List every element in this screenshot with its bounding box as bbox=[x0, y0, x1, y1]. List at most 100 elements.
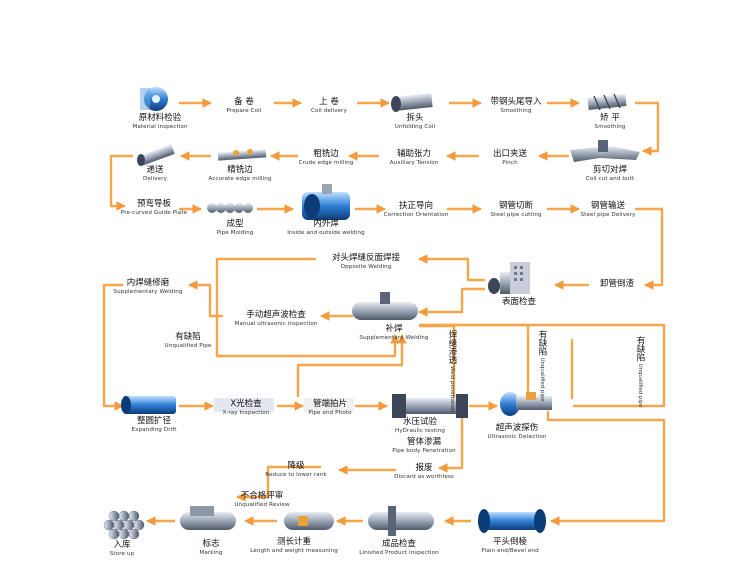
step-zh: 整圆扩径 bbox=[136, 416, 171, 426]
coil-icon bbox=[140, 87, 168, 111]
step-zh: 内焊缝修磨 bbox=[126, 278, 170, 288]
step-body-penetration: 管体渗漏 Pipe body Penetration bbox=[382, 437, 466, 454]
step-unfolding: 拆头 Unfolding Coil bbox=[386, 113, 444, 130]
step-aux-tension: 辅助张力 Auxiliary Tension bbox=[380, 149, 448, 166]
step-guide-plate: 预弯导板 Pre-curved Guide Plate bbox=[118, 199, 190, 216]
step-en: Unqualified Review bbox=[234, 501, 290, 508]
step-length-weight: 测长计重 Length and weight measuning bbox=[246, 537, 342, 554]
pipe-end-photo-icon bbox=[304, 398, 354, 412]
step-zh: 焊缝渗透 bbox=[447, 330, 457, 364]
step-zh: 表面检查 bbox=[501, 297, 536, 307]
step-zh: 粗铣边 bbox=[313, 149, 339, 159]
step-crude-edge: 粗铣边 Crude edge milling bbox=[294, 149, 358, 166]
step-bevel: 平头倒棱 Plain end/Bevel end bbox=[476, 537, 544, 554]
step-zh: 平头倒棱 bbox=[492, 537, 527, 547]
step-en: Weld penetration bbox=[449, 366, 455, 413]
step-defect-b: 有缺陷 Unqualified pipe bbox=[634, 336, 646, 408]
step-en: Expanding Drift bbox=[131, 426, 177, 433]
step-en: Crude edge milling bbox=[298, 159, 354, 166]
step-en: Supplementary Welding bbox=[359, 334, 429, 341]
step-coil-cut: 剪切对焊 Coil cut and butt bbox=[574, 165, 646, 182]
step-zh: 精铣边 bbox=[227, 165, 253, 175]
step-zh: 剪切对焊 bbox=[592, 165, 627, 175]
step-en: HyDraulic testing bbox=[394, 427, 446, 434]
supplementary-weld-icon bbox=[352, 292, 418, 320]
step-smoothing: 矫 平 Smoothing bbox=[582, 113, 638, 130]
step-raw-material: 原材料检验 Material inspection bbox=[128, 113, 192, 130]
step-zh: 卸管倒渣 bbox=[599, 279, 634, 289]
step-en: Pinch bbox=[502, 159, 518, 166]
step-en: Reduce to lower rank bbox=[265, 471, 327, 478]
step-zh: 成品检查 bbox=[381, 539, 416, 549]
unfolding-icon bbox=[391, 93, 433, 112]
step-pinch: 出口夹送 Pinch bbox=[480, 149, 540, 166]
step-storage: 入库 Store up bbox=[100, 540, 144, 557]
step-en: Accurate edge milling bbox=[208, 175, 272, 182]
step-en: Coil cut and butt bbox=[585, 175, 635, 182]
step-pipe-delivery: 钢管输送 Steel pipe Delivery bbox=[576, 201, 640, 218]
step-finished-inspection: 成品检查 Linished Product inspection bbox=[354, 539, 444, 556]
step-en: Material inspection bbox=[132, 123, 188, 130]
step-zh: 原材料检验 bbox=[138, 113, 182, 123]
step-zh: 出口夹送 bbox=[492, 149, 527, 159]
step-review: 不合格评审 Unqualified Review bbox=[224, 491, 300, 508]
bevel-icon bbox=[478, 509, 546, 533]
step-zh: 带钢头尾导入 bbox=[490, 97, 542, 107]
step-en: X-ray Inspection bbox=[222, 409, 270, 416]
step-en: Unqualified Pipe bbox=[164, 342, 212, 349]
step-pipe-end-photo: 管端拍片 Pipe end Photo bbox=[300, 399, 360, 416]
ultrasonic-icon bbox=[500, 392, 552, 416]
step-zh: 补焊 bbox=[385, 324, 403, 334]
step-correction: 扶正导向 Correction Orientation bbox=[380, 201, 452, 218]
step-en: Auxiliary Tension bbox=[389, 159, 439, 166]
step-zh: 递送 bbox=[146, 165, 164, 175]
step-unload: 卸管倒渣 bbox=[592, 279, 642, 290]
step-en: Smoothing bbox=[594, 123, 626, 130]
step-defect-a: 有缺陷 Unqualified pipe bbox=[536, 330, 548, 402]
step-zh: 水压试验 bbox=[402, 417, 437, 427]
step-en: Discard as worthless bbox=[394, 473, 454, 480]
hydraulic-test-icon bbox=[392, 394, 468, 418]
smoothing-icon bbox=[587, 93, 627, 111]
step-delivery: 递送 Delivery bbox=[130, 165, 180, 182]
edge-milling-icon bbox=[217, 149, 267, 161]
step-manual-ut: 手动超声波检查 Manual ultrasonic inspection bbox=[226, 310, 326, 327]
step-expanding: 整圆扩径 Expanding Drift bbox=[124, 416, 184, 433]
step-en: Coil delivery bbox=[311, 107, 347, 114]
step-en: Steel pipe Delivery bbox=[580, 211, 636, 218]
step-en: Smoothing bbox=[500, 107, 532, 114]
step-en: Inside and outside welding bbox=[287, 229, 365, 236]
step-en: Marking bbox=[199, 549, 223, 556]
step-zh: 管端拍片 bbox=[312, 399, 347, 409]
step-zh: 有缺陷 bbox=[635, 336, 645, 362]
step-inner-repair: 内焊缝修磨 Supplementary Welding bbox=[106, 278, 190, 295]
step-cutting: 钢管切断 Steel pipe cutting bbox=[482, 201, 550, 218]
step-zh: 成型 bbox=[226, 219, 244, 229]
step-zh: 扶正导向 bbox=[398, 201, 433, 211]
step-accurate-edge: 精铣边 Accurate edge milling bbox=[200, 165, 280, 182]
step-zh: 辅助张力 bbox=[396, 149, 431, 159]
storage-icon bbox=[103, 510, 145, 540]
step-en: Unqualified pipe bbox=[539, 357, 545, 402]
step-welding: 内外焊 Inside and outside welding bbox=[284, 219, 368, 236]
xray-icon bbox=[214, 398, 274, 412]
coil-cut-icon bbox=[570, 140, 640, 162]
finished-inspection-icon bbox=[368, 506, 434, 536]
step-zh: 拆头 bbox=[406, 113, 424, 123]
marking-icon bbox=[180, 506, 236, 530]
step-discard: 报废 Discard as worthless bbox=[388, 463, 460, 480]
step-xray: X光检查 X-ray Inspection bbox=[214, 399, 278, 416]
step-zh: 备 卷 bbox=[234, 97, 254, 107]
step-zh: 内外焊 bbox=[313, 219, 339, 229]
step-en: Length and weight measuning bbox=[250, 547, 338, 554]
step-zh: 预弯导板 bbox=[136, 199, 171, 209]
step-en: Delivery bbox=[142, 175, 168, 182]
length-weight-icon bbox=[284, 512, 334, 530]
step-surface: 表面检查 bbox=[494, 297, 544, 308]
step-zh: 不合格评审 bbox=[240, 491, 284, 501]
delivery-icon bbox=[137, 144, 175, 166]
step-en: Unfolding Coil bbox=[394, 123, 436, 130]
step-zh: 上 卷 bbox=[319, 97, 339, 107]
